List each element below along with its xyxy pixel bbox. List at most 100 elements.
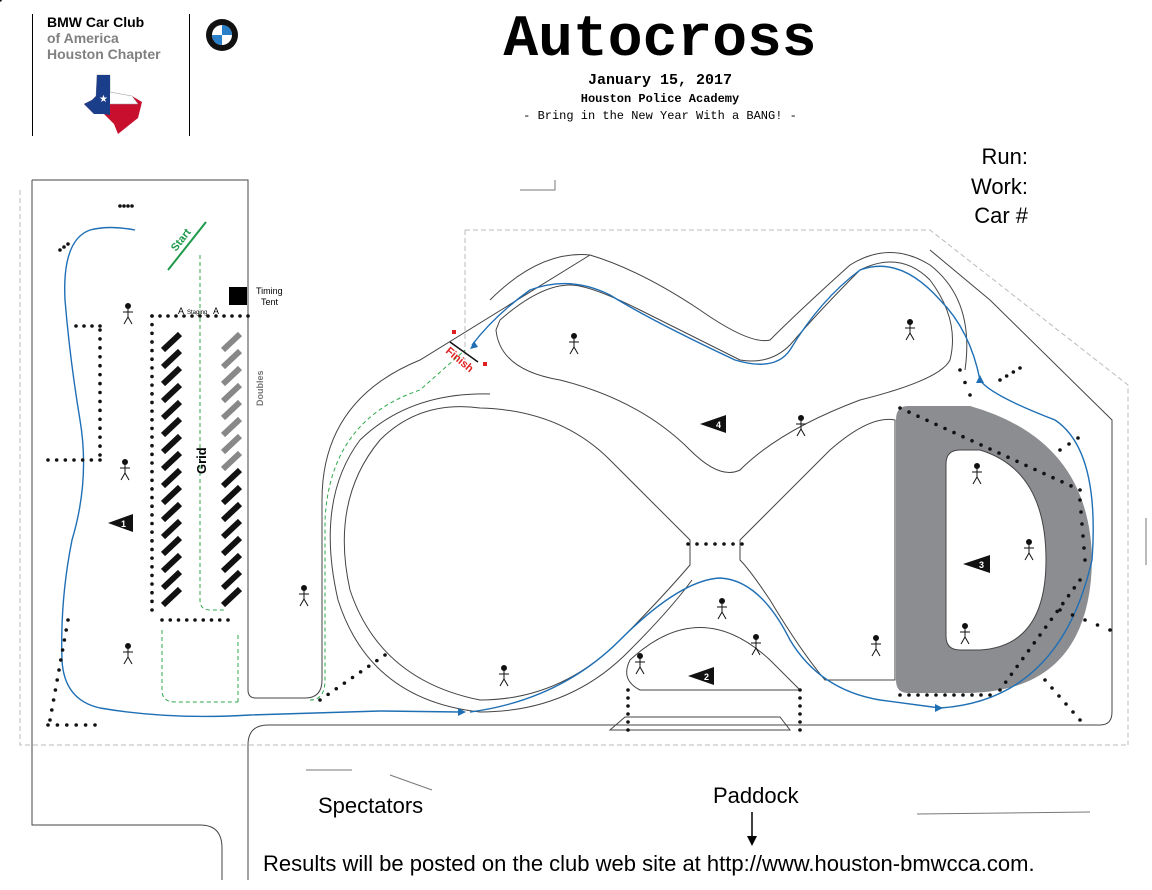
cone-icon <box>150 314 154 318</box>
cone-icon <box>226 618 230 622</box>
station-3-label: 3 <box>979 560 984 570</box>
cone-icon <box>150 513 154 517</box>
cone-icon <box>1070 613 1075 617</box>
cone-icon <box>970 439 974 443</box>
cone-icon <box>1066 593 1071 598</box>
cone-icon <box>201 618 206 622</box>
cone-icon <box>1078 578 1082 582</box>
cone-icon <box>686 542 690 546</box>
cone-icon <box>358 670 363 674</box>
logo-divider-right <box>189 14 190 136</box>
course-worker-icon <box>635 653 645 675</box>
cone-icon <box>150 582 154 586</box>
cone-icon <box>66 618 70 622</box>
course-worker-icon <box>871 635 881 657</box>
cone-icon <box>1043 625 1048 629</box>
cone-icon <box>958 368 962 372</box>
cone-icon <box>150 539 154 543</box>
cone-icon <box>150 564 154 569</box>
cone-icon <box>150 331 154 336</box>
paddock-label: Paddock <box>713 783 799 808</box>
cone-icon <box>150 400 154 405</box>
cone-icon <box>1061 601 1065 606</box>
cone-icon <box>1057 694 1061 698</box>
cone-icon <box>46 723 50 727</box>
cone-icon <box>626 704 630 708</box>
cone-icon <box>150 608 154 612</box>
cone-icon <box>925 418 929 423</box>
cone-icon <box>952 430 956 435</box>
cone-icon <box>198 314 202 318</box>
cone-icon <box>98 363 102 368</box>
doubles-car-slots <box>220 331 243 472</box>
cone-icon <box>798 712 802 716</box>
cone-icon <box>150 461 154 465</box>
cone-icon <box>1024 463 1028 468</box>
event-venue: Houston Police Academy <box>580 92 740 106</box>
cone-icon <box>1038 633 1042 637</box>
cone-icon <box>222 314 226 318</box>
cone-icon <box>626 720 630 724</box>
cone-icon <box>375 658 379 663</box>
figure-eight-islands <box>329 252 968 731</box>
cone-icon <box>898 693 902 697</box>
cone-icon <box>1033 467 1037 472</box>
cone-icon <box>350 675 355 680</box>
station-2-label: 2 <box>704 672 709 682</box>
cone-icon <box>150 392 154 396</box>
cone-icon <box>934 422 938 427</box>
cone-icon <box>916 693 920 697</box>
cone-icon <box>150 340 154 344</box>
grid-label: Grid <box>194 447 209 474</box>
cone-icon <box>798 696 802 700</box>
cone-icon <box>53 688 58 692</box>
cone-icon <box>74 324 78 328</box>
cone-icon <box>1078 488 1082 492</box>
cone-icon <box>54 458 59 462</box>
cone-icon <box>1083 618 1087 622</box>
cone-icon <box>1051 475 1055 480</box>
cone-icon <box>206 314 210 318</box>
cone-icon <box>1011 370 1016 374</box>
lot-outlines <box>31 179 1113 880</box>
staging-lane <box>161 255 466 703</box>
cone-icon <box>968 393 972 397</box>
cone-icon <box>98 346 102 350</box>
grid-car-slots-right <box>220 467 243 608</box>
cone-icon <box>98 354 102 359</box>
cone-icon <box>798 688 802 692</box>
cone-icon <box>326 692 330 697</box>
cone-icon <box>48 718 52 722</box>
cone-icon <box>979 693 983 697</box>
cone-icon <box>150 417 154 422</box>
cone-icon <box>1080 522 1084 526</box>
cone-icon <box>50 708 54 712</box>
cone-icon <box>150 478 154 483</box>
cone-icon <box>1026 648 1031 653</box>
cone-icon <box>62 638 67 642</box>
reference-markers <box>306 180 1147 815</box>
paved-area-outline <box>19 190 1129 746</box>
cone-icon <box>150 590 154 595</box>
cone-icon <box>59 658 63 662</box>
cone-icon <box>122 204 126 208</box>
cone-icon <box>98 426 102 431</box>
cone-icon <box>1095 623 1100 627</box>
cone-icon <box>66 242 70 246</box>
cone-icon <box>174 314 178 318</box>
cone-icon <box>150 443 154 448</box>
cone-icon <box>150 469 154 474</box>
station-1-label: 1 <box>121 519 126 529</box>
cone-icon <box>98 372 102 377</box>
course-workers <box>120 303 1034 687</box>
svg-text:A: A <box>178 306 184 316</box>
cone-icon <box>695 542 699 546</box>
event-tagline: - Bring in the New Year With a BANG! - <box>523 109 797 123</box>
cone-icon <box>1078 718 1082 722</box>
course-worker-icon <box>499 665 509 687</box>
cone-icon <box>740 542 744 546</box>
cone-icon <box>98 444 102 448</box>
cone-icon <box>383 653 387 657</box>
cone-icon <box>150 599 154 604</box>
